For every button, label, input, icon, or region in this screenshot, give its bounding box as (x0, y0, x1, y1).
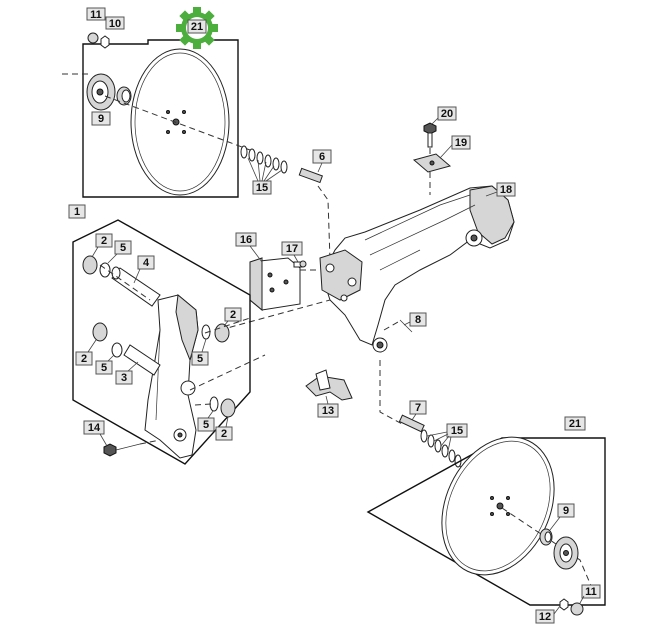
callout-label: 7 (415, 402, 421, 414)
callout-1: 1 (68, 204, 86, 219)
top-disc-group-outline (82, 39, 239, 198)
bottom-hub-plate[interactable] (553, 536, 579, 570)
callout-label: 5 (197, 353, 203, 365)
callout-label: 15 (256, 182, 268, 194)
ring-lower-left[interactable] (111, 342, 123, 358)
mount-bracket[interactable] (249, 257, 301, 312)
top-pin[interactable] (298, 167, 324, 184)
callout-label: 16 (240, 234, 252, 246)
callout-label: 13 (322, 405, 334, 417)
callout-9-bottom: 9 (549, 503, 575, 531)
top-nut[interactable] (100, 35, 110, 49)
callout-label: 9 (98, 113, 104, 125)
callout-12: 12 (535, 605, 561, 624)
callout-21-highlight[interactable]: 21 (176, 7, 218, 49)
bushing-lower-left[interactable] (92, 322, 108, 342)
callout-label: 14 (88, 422, 101, 434)
callout-11-bottom: 11 (579, 584, 601, 604)
small-pin[interactable] (399, 319, 413, 333)
callout-4: 4 (133, 255, 155, 284)
callout-label: 4 (143, 257, 150, 269)
callout-label: 10 (109, 18, 121, 30)
bushing-lower-right[interactable] (220, 398, 236, 418)
callout-label: 3 (121, 372, 127, 384)
callout-8: 8 (403, 312, 427, 327)
callout-9-top: 9 (91, 111, 111, 126)
top-disc-group (62, 32, 331, 261)
callout-label: 18 (500, 184, 512, 196)
callout-2-a: 2 (91, 233, 113, 258)
callout-label: 5 (203, 419, 209, 431)
top-spring-washers[interactable] (240, 145, 288, 174)
callout-14: 14 (83, 420, 108, 447)
ring-lower-right[interactable] (209, 396, 219, 412)
bushing-upper-left[interactable] (82, 255, 98, 275)
bottom-pin[interactable] (398, 414, 425, 433)
callout-label: 21 (569, 418, 581, 430)
callout-label: 1 (74, 206, 80, 218)
bracket-bolt[interactable] (293, 260, 307, 268)
callout-label: 2 (221, 428, 227, 440)
top-bolt[interactable] (423, 122, 437, 148)
callout-label: 21 (191, 21, 203, 33)
callout-15-top: 15 (247, 157, 283, 195)
bottom-spring-washers[interactable] (420, 429, 462, 468)
callout-label: 17 (286, 243, 298, 255)
callout-label: 2 (81, 353, 87, 365)
callout-label: 11 (585, 586, 597, 598)
ring-upper-left[interactable] (99, 262, 111, 278)
arm-bolt[interactable] (103, 443, 141, 457)
callout-3: 3 (115, 361, 139, 385)
bottom-disc-group (366, 360, 606, 616)
callout-5-c: 5 (191, 338, 209, 366)
callout-5-d: 5 (197, 410, 215, 432)
callout-5-a: 5 (107, 240, 132, 264)
callout-6: 6 (312, 149, 332, 173)
main-frame-arm[interactable] (319, 185, 515, 353)
callout-7: 7 (409, 400, 427, 421)
scraper[interactable] (305, 369, 353, 401)
callout-label: 12 (539, 611, 551, 623)
callout-label: 11 (90, 9, 102, 21)
callout-20: 20 (431, 106, 457, 125)
callout-13: 13 (317, 395, 339, 418)
top-disc-blade[interactable] (130, 48, 230, 196)
callout-10-top: 10 (105, 16, 125, 30)
shaft-lower[interactable] (123, 344, 161, 376)
callout-19: 19 (439, 135, 471, 159)
callout-17: 17 (281, 241, 303, 263)
bottom-cap[interactable] (570, 602, 584, 616)
callout-label: 6 (319, 151, 325, 163)
callout-16: 16 (235, 232, 263, 263)
callout-11-top: 11 (86, 7, 106, 21)
callout-label: 19 (455, 137, 467, 149)
callout-label: 8 (415, 314, 421, 326)
callout-18: 18 (485, 182, 516, 197)
callout-2-b: 2 (223, 307, 242, 327)
callout-2-d: 2 (215, 416, 233, 441)
callout-label: 5 (101, 362, 107, 374)
callout-2-c: 2 (75, 339, 97, 366)
arm-group-outline (72, 219, 251, 465)
bushing-right-upper[interactable] (214, 323, 230, 343)
callout-15-bottom: 15 (426, 423, 468, 452)
callout-label: 2 (230, 309, 236, 321)
callout-label: 9 (563, 505, 569, 517)
callout-label: 20 (441, 108, 453, 120)
callout-label: 15 (451, 425, 463, 437)
callout-label: 2 (101, 235, 107, 247)
arm-group (72, 219, 266, 465)
callout-label: 5 (120, 242, 126, 254)
bottom-nut[interactable] (559, 598, 569, 611)
top-cap[interactable] (87, 32, 99, 44)
callout-5-b: 5 (95, 354, 115, 375)
callout-21-bottom: 21 (564, 416, 586, 431)
